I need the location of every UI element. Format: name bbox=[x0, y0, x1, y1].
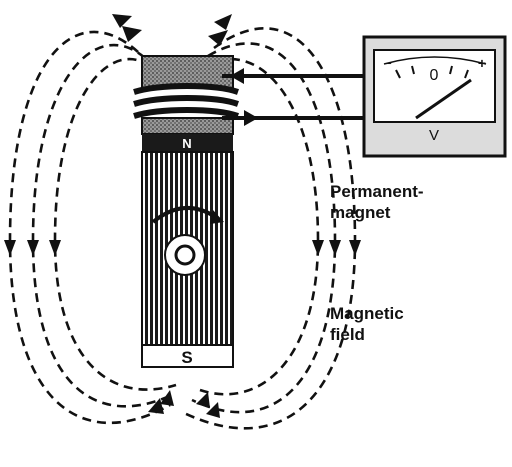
meter-unit-label: V bbox=[429, 127, 439, 144]
rotation-arc bbox=[151, 205, 219, 224]
rotation-arrow-head bbox=[210, 210, 224, 224]
wire-arrows bbox=[230, 68, 258, 126]
meter-minus-label: − bbox=[384, 56, 392, 71]
permanent-magnet: N S bbox=[133, 55, 239, 368]
meter-plus-label: + bbox=[478, 55, 486, 71]
north-cap bbox=[142, 134, 233, 152]
south-pole-label: S bbox=[181, 348, 192, 367]
arrow-right-1 bbox=[312, 240, 324, 256]
arrow-left-3 bbox=[49, 240, 61, 256]
meter-scale-arc bbox=[383, 56, 487, 65]
meter-needle bbox=[415, 78, 472, 120]
field-line-right-middle bbox=[191, 42, 337, 414]
north-pole-label: N bbox=[182, 136, 191, 151]
arrow-top-left-2 bbox=[122, 26, 142, 42]
meter-face bbox=[373, 49, 496, 123]
voltmeter: − 0 + V bbox=[362, 35, 507, 158]
arrow-bottom-3 bbox=[196, 392, 210, 408]
magnetic-field-label: Magnetic field bbox=[330, 304, 404, 344]
arrow-top-right-2 bbox=[208, 30, 228, 46]
meter-ticks bbox=[395, 65, 469, 79]
arrow-right-2 bbox=[329, 240, 341, 256]
meter-zero-label: 0 bbox=[430, 67, 439, 84]
south-cap bbox=[141, 344, 234, 368]
arrow-left-2 bbox=[27, 240, 39, 256]
coil-core-top bbox=[141, 55, 234, 89]
arrow-top-right-1 bbox=[214, 14, 232, 30]
coil-windings bbox=[133, 83, 239, 119]
field-line-right-inner bbox=[199, 57, 320, 396]
field-arrows bbox=[4, 14, 361, 418]
arrow-left-1 bbox=[4, 240, 16, 256]
arrow-right-3 bbox=[349, 240, 361, 256]
coil-core-bottom bbox=[141, 117, 234, 135]
arrow-bottom-1 bbox=[148, 398, 164, 414]
permanent-magnet-label: Permanent- magnet bbox=[330, 182, 424, 222]
arrow-top-left-1 bbox=[112, 14, 132, 28]
arrow-bottom-2 bbox=[160, 390, 174, 406]
arrow-bottom-4 bbox=[206, 402, 220, 418]
